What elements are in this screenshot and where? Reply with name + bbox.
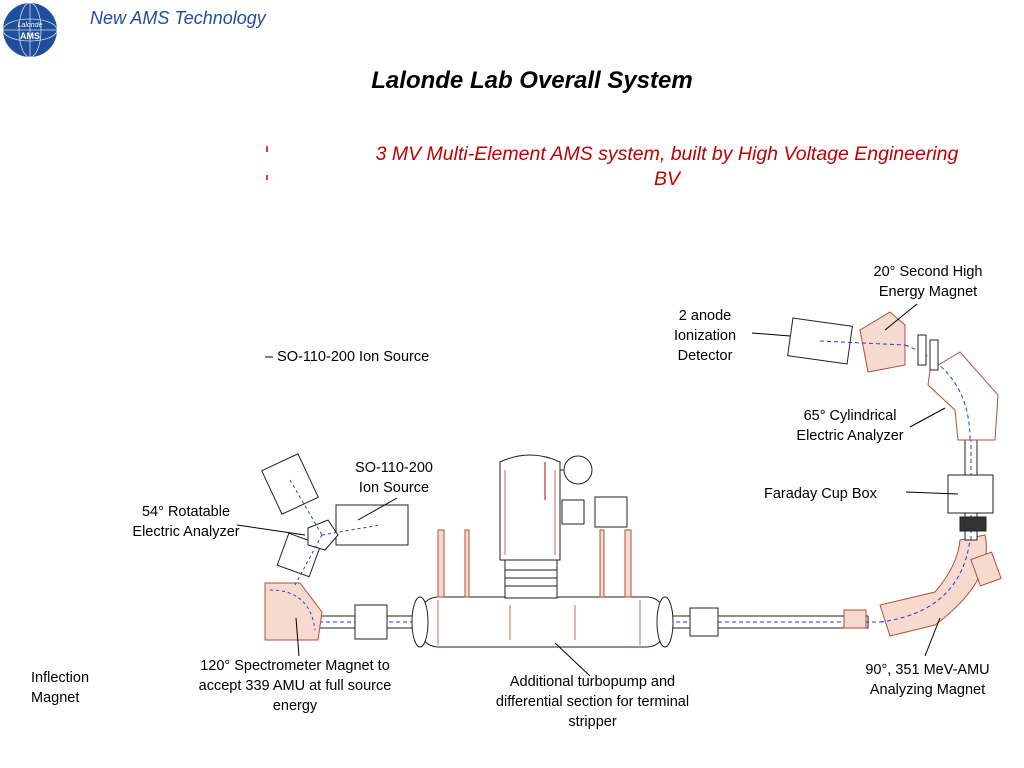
svg-text:Lalonde: Lalonde	[18, 22, 43, 29]
turbopump-tower	[499, 454, 628, 599]
leader-lines	[236, 303, 959, 677]
label-ion-source: SO-110-200 Ion Source	[355, 460, 433, 496]
slide-title: Lalonde Lab Overall System	[371, 67, 693, 94]
spectrometer-magnet	[264, 582, 323, 641]
slide-subtitle: 3 MV Multi-Element AMS system, built by …	[375, 143, 959, 190]
svg-text:AMS: AMS	[20, 31, 40, 41]
high-energy-beamline-components	[689, 607, 867, 637]
label-rotatable-analyzer: 54° Rotatable Electric Analyzer	[132, 504, 240, 540]
brand-name: New AMS Technology	[90, 8, 266, 28]
label-spectrometer-magnet: 120° Spectrometer Magnet to accept 339 A…	[198, 658, 392, 714]
label-cylindrical-analyzer: 65° Cylindrical Electric Analyzer	[796, 408, 904, 444]
label-ionization-detector: 2 anode Ionization Detector	[673, 308, 737, 364]
lalonde-ams-logo: Lalonde AMS	[2, 2, 58, 58]
accelerator-tank	[411, 529, 674, 648]
second-magnet-detector	[787, 311, 939, 373]
analyzing-magnet	[879, 534, 1002, 637]
label-inflection-magnet: Inflection Magnet	[31, 670, 90, 706]
label-analyzing-magnet: 90°, 351 MeV-AMU Analyzing Magnet	[865, 662, 990, 698]
label-faraday-cup: Faraday Cup Box	[764, 486, 877, 502]
label-source-bullet: – SO-110-200 Ion Source	[265, 349, 430, 365]
label-turbopump: Additional turbopump and differential se…	[495, 674, 690, 730]
label-second-magnet: 20° Second High Energy Magnet	[873, 264, 983, 300]
vertical-beamline	[947, 439, 994, 541]
